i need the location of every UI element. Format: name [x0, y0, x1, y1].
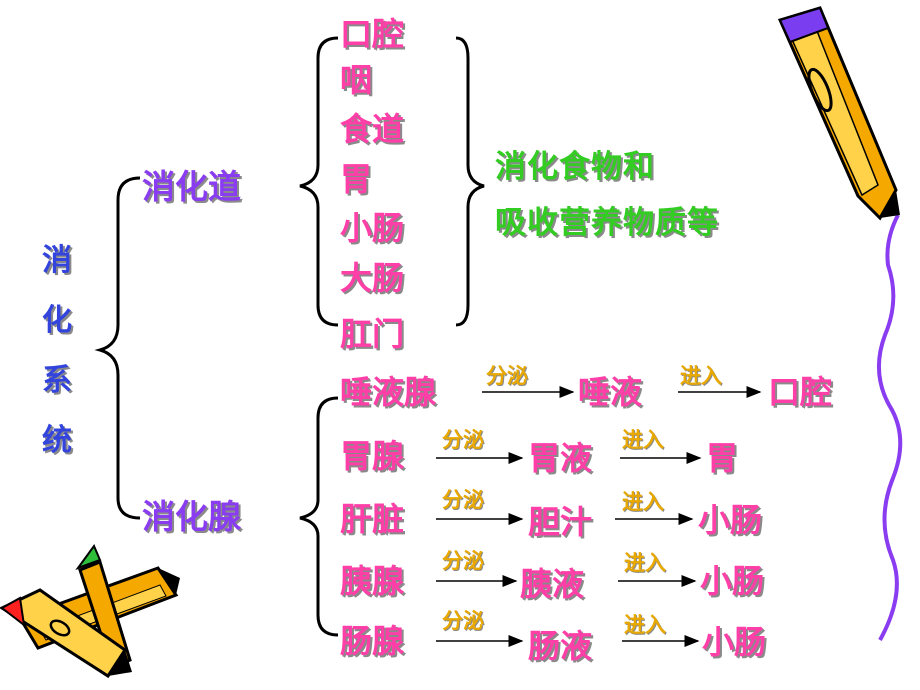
gland-name: 唾液腺 [340, 373, 437, 411]
gland-name: 肠腺 [340, 622, 405, 660]
root-brace [94, 176, 141, 520]
pencil-icon [777, 6, 900, 221]
secrete-arrows [436, 386, 762, 647]
glands-label: 消化腺 [142, 497, 241, 536]
juice-name: 胰液 [520, 565, 585, 603]
enter-label: 进入 [624, 551, 666, 575]
gland-name: 胃腺 [340, 437, 405, 475]
juice-name: 唾液 [578, 373, 643, 411]
root-char-1: 消 [42, 243, 72, 278]
juice-name: 肠液 [528, 627, 593, 665]
gland-name: 肝脏 [340, 500, 405, 538]
secrete-label: 分泌 [442, 549, 484, 573]
organ-item: 口腔 [340, 15, 405, 53]
enter-label: 进入 [622, 490, 664, 514]
function-brace [455, 36, 485, 327]
organ-item: 食道 [340, 110, 405, 148]
root-char-3: 系 [42, 363, 72, 398]
organ-item: 咽 [340, 61, 373, 99]
gland-name: 胰腺 [340, 562, 405, 600]
secrete-label: 分泌 [442, 609, 484, 633]
target-name: 口腔 [768, 373, 833, 411]
enter-label: 进入 [622, 428, 664, 452]
secrete-label: 分泌 [442, 488, 484, 512]
organ-item: 小肠 [340, 209, 405, 247]
organ-item: 大肠 [340, 259, 405, 297]
tract-label: 消化道 [142, 167, 241, 206]
juice-name: 胆汁 [528, 503, 593, 541]
secrete-label: 分泌 [486, 364, 528, 388]
glands-brace [299, 396, 339, 637]
organ-item: 胃 [340, 160, 373, 198]
enter-label: 进入 [680, 364, 722, 388]
root-char-2: 化 [42, 303, 72, 338]
wavy-decor-line [876, 214, 903, 641]
crossed-pencils-icon [0, 543, 180, 679]
function-line-2: 吸收营养物质等 [495, 205, 719, 241]
function-line-1: 消化食物和 [495, 149, 655, 185]
tract-brace [299, 36, 339, 327]
enter-label: 进入 [624, 613, 666, 637]
target-name: 小肠 [702, 623, 767, 661]
target-name: 胃 [706, 439, 739, 477]
target-name: 小肠 [700, 562, 765, 600]
secrete-label: 分泌 [442, 428, 484, 452]
organ-item: 肛门 [340, 315, 405, 353]
root-char-4: 统 [42, 423, 72, 458]
target-name: 小肠 [698, 501, 763, 539]
juice-name: 胃液 [528, 439, 593, 477]
